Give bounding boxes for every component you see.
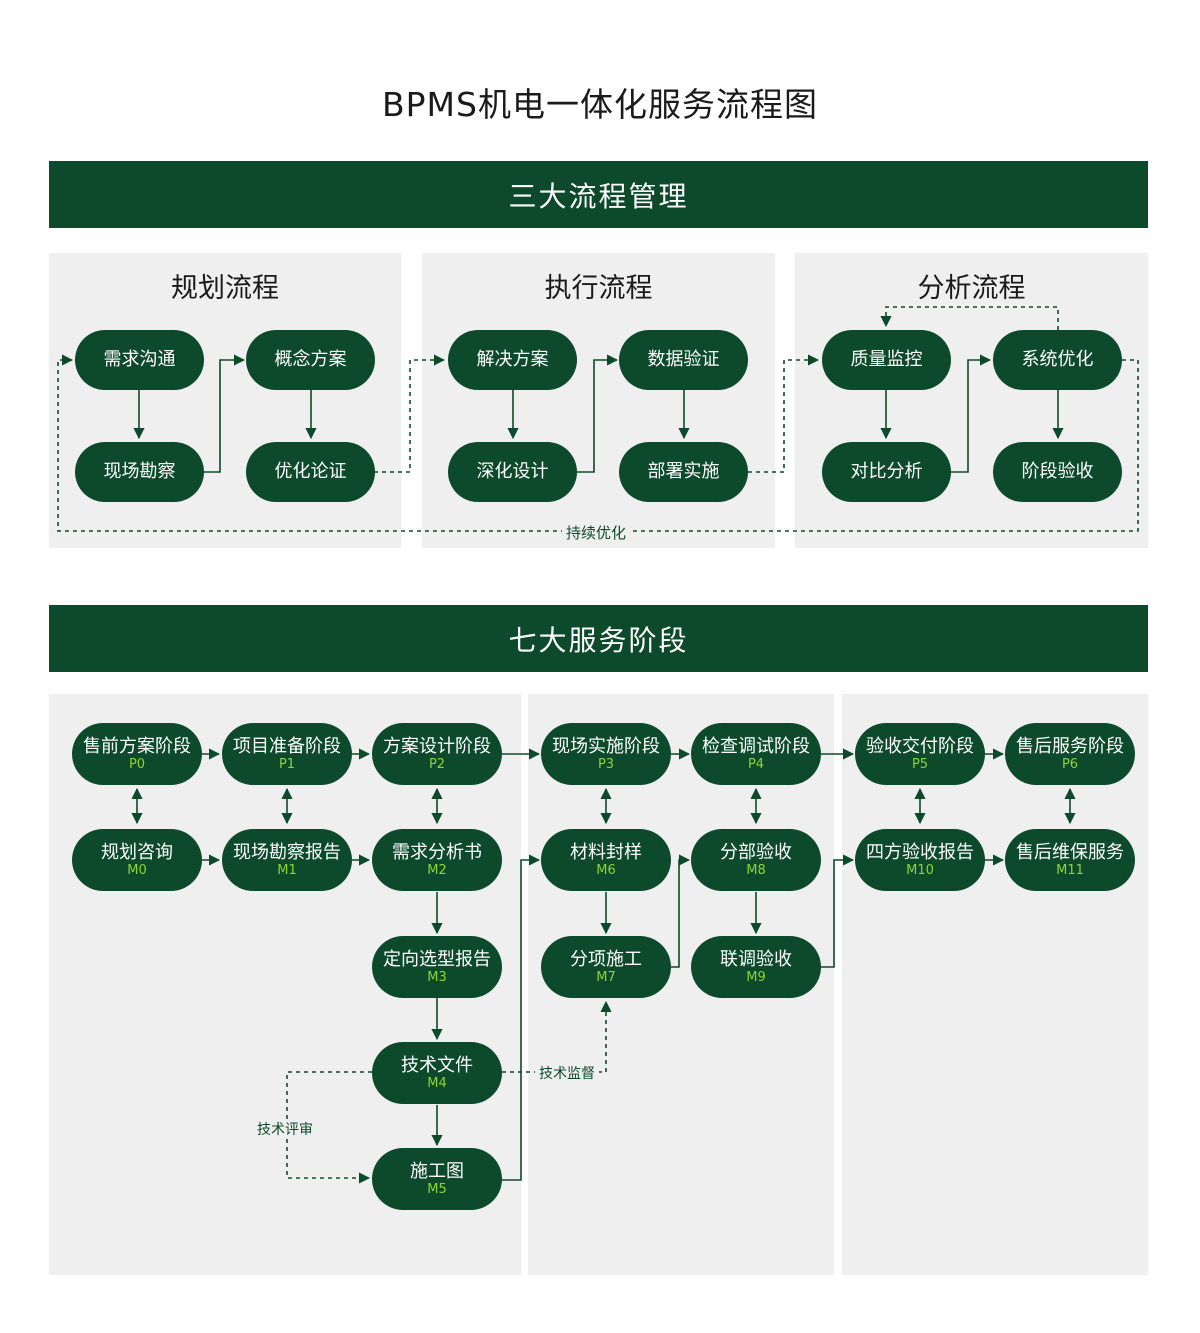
node-system-optimization: 系统优化 [993, 330, 1122, 390]
node-label: 售前方案阶段 [83, 736, 191, 757]
node-label: 部署实施 [647, 461, 720, 482]
loop-label: 持续优化 [562, 522, 631, 543]
node-code: P0 [128, 757, 146, 772]
panel-title-execution: 执行流程 [544, 273, 653, 304]
node-code: P5 [911, 757, 929, 772]
node-concept-plan: 概念方案 [246, 330, 375, 390]
node-label: 材料封样 [570, 842, 642, 863]
node-code: P4 [747, 757, 765, 772]
section-banner-phases: 七大服务阶段 [49, 605, 1148, 672]
node-comparative-analysis: 对比分析 [822, 442, 951, 502]
node-label: 定向选型报告 [383, 949, 491, 970]
node-code: M2 [427, 863, 447, 878]
node-label: 售后维保服务 [1016, 842, 1124, 863]
node-code: P6 [1061, 757, 1079, 772]
node-requirement-communication: 需求沟通 [75, 330, 204, 390]
node-label: 数据验证 [647, 349, 720, 370]
panel-phase-group-3 [842, 694, 1148, 1275]
node-label: 方案设计阶段 [383, 736, 491, 757]
node-label: 现场勘察 [103, 461, 176, 482]
node-label: 分项施工 [570, 949, 642, 970]
section-banner-process: 三大流程管理 [49, 161, 1148, 228]
node-quality-monitoring: 质量监控 [822, 330, 951, 390]
node-code: M11 [1056, 863, 1084, 878]
node-label: 对比分析 [850, 461, 923, 482]
node-label: 联调验收 [720, 949, 792, 970]
node-label: 质量监控 [850, 349, 923, 370]
node-code: M4 [427, 1076, 447, 1091]
node-label: 需求分析书 [392, 842, 482, 863]
node-label: 施工图 [410, 1161, 464, 1182]
node-code: M3 [427, 970, 447, 985]
node-label: 验收交付阶段 [866, 736, 974, 757]
review-label: 技术评审 [253, 1119, 317, 1139]
node-code: M8 [746, 863, 766, 878]
node-detailed-design: 深化设计 [448, 442, 577, 502]
panel-title-analysis: 分析流程 [917, 273, 1026, 304]
node-code: M9 [746, 970, 766, 985]
node-code: P3 [597, 757, 615, 772]
node-code: M7 [596, 970, 616, 985]
node-optimization-argument: 优化论证 [246, 442, 375, 502]
node-label: 检查调试阶段 [702, 736, 810, 757]
node-data-validation: 数据验证 [619, 330, 748, 390]
node-label: 分部验收 [720, 842, 792, 863]
node-label: 阶段验收 [1021, 461, 1094, 482]
node-label: 项目准备阶段 [233, 736, 341, 757]
node-label: 需求沟通 [103, 349, 176, 370]
node-label: 现场勘察报告 [233, 842, 341, 863]
node-stage-acceptance: 阶段验收 [993, 442, 1122, 502]
node-label: 四方验收报告 [866, 842, 974, 863]
node-label: 深化设计 [476, 461, 549, 482]
node-label: 技术文件 [401, 1055, 473, 1076]
supervision-label: 技术监督 [535, 1063, 599, 1083]
node-code: M5 [427, 1182, 447, 1197]
node-code: P2 [428, 757, 446, 772]
node-label: 解决方案 [476, 349, 549, 370]
node-code: M0 [127, 863, 147, 878]
page-title: BPMS机电一体化服务流程图 [382, 85, 818, 124]
node-site-survey: 现场勘察 [75, 442, 204, 502]
node-label: 概念方案 [274, 349, 347, 370]
node-code: M1 [277, 863, 297, 878]
node-label: 系统优化 [1021, 349, 1094, 370]
node-solution: 解决方案 [448, 330, 577, 390]
node-code: M10 [906, 863, 934, 878]
node-label: 优化论证 [274, 461, 347, 482]
node-label: 现场实施阶段 [552, 736, 660, 757]
panel-title-planning: 规划流程 [171, 273, 279, 304]
node-label: 规划咨询 [101, 842, 173, 863]
node-label: 售后服务阶段 [1016, 736, 1124, 757]
node-code: P1 [278, 757, 296, 772]
node-code: M6 [596, 863, 616, 878]
node-deployment: 部署实施 [619, 442, 748, 502]
